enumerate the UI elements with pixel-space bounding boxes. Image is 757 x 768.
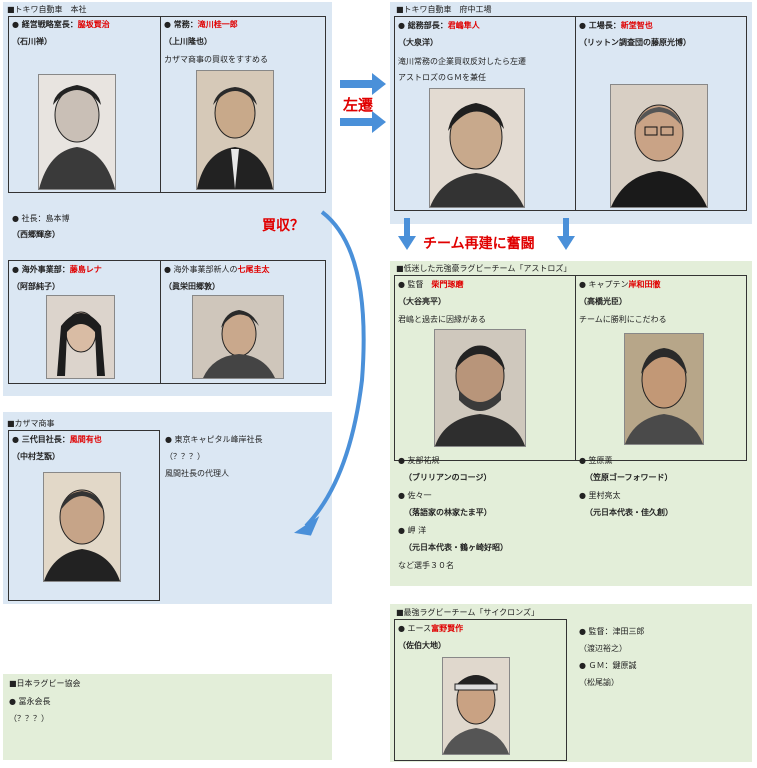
astros-coach-photo: [434, 329, 526, 447]
factory-panel: ■トキワ自動車 府中工場 ● 総務部長：君嶋隼人 （大泉洋） 滝川常務の企業買収…: [390, 2, 752, 224]
general-name: 君嶋隼人: [447, 21, 480, 30]
player3-role: ● 岬 洋: [398, 526, 427, 535]
player2-actor: （落語家の林家たま平）: [404, 508, 492, 517]
player1-role: ● 友部祐規: [398, 456, 440, 465]
hq-top-divider: [160, 16, 161, 192]
executive-actor: （上川隆也）: [164, 37, 212, 46]
cyclones-coach-role: ● 監督：津田三郎: [579, 627, 645, 636]
overseas1-actor: （阿部純子）: [12, 282, 60, 291]
captain-note: チームに勝利にこだわる: [579, 315, 667, 324]
cyclones-gm-role: ● ＧＭ：鍵原誠: [579, 661, 637, 670]
general-role: ● 総務部長：君嶋隼人: [398, 21, 480, 30]
hq-panel: ■トキワ自動車 本社 ● 経営戦略室長：脇坂賢治 （石川禅） ● 常務：滝川桂一…: [3, 2, 332, 396]
astros-coach-role: ● 監督 柴門琢磨: [398, 280, 464, 289]
strategy-actor: （石川禅）: [12, 37, 52, 46]
kazama-president-photo: [43, 472, 121, 582]
overseas2-name: 七尾圭太: [237, 265, 270, 274]
cyclones-box: [394, 619, 567, 761]
factory-box: [394, 16, 747, 211]
capital-role: ● 東京キャピタル峰岸社長: [165, 435, 263, 444]
ace-photo: [442, 657, 510, 755]
general-actor: （大泉洋）: [398, 38, 438, 47]
ace-role: ● エース富野賢作: [398, 624, 464, 633]
union-role: ● 冨永会長: [9, 697, 51, 706]
plant-name: 新堂智也: [620, 21, 653, 30]
executive-name: 滝川桂一郎: [197, 20, 238, 29]
kazama-panel: ■カザマ商事 ● 三代目社長：風間有也 （中村芝翫） ● 東京キャピタル峰岸社長…: [3, 412, 332, 604]
executive-photo: [196, 70, 274, 190]
captain-actor: （高橋光臣）: [579, 297, 627, 306]
overseas2-photo: [192, 295, 284, 379]
strategy-photo: [38, 74, 116, 190]
rebuild-label: チーム再建に奮闘: [423, 236, 535, 252]
player3-actor: （元日本代表・鶴ヶ崎好昭）: [404, 543, 508, 552]
overseas1-photo: [46, 295, 115, 379]
cyclones-gm-actor: （松尾諭）: [579, 678, 619, 687]
cyclones-panel: ■最強ラグビーチーム「サイクロンズ」 ● エース富野賢作 （佐伯大地） ● 監督…: [390, 604, 752, 762]
captain-photo: [624, 333, 704, 445]
union-panel: ■日本ラグビー協会 ● 冨永会長 （？？？）: [3, 674, 332, 760]
player1-actor: （ブリリアンのコージ）: [404, 473, 492, 482]
kazama-title: ■カザマ商事: [7, 419, 55, 428]
capital-note: 風間社長の代理人: [165, 469, 229, 478]
acquire-label: 買収？: [262, 218, 304, 234]
players-more: など選手３０名: [398, 561, 454, 570]
cyclones-coach-actor: （渡辺裕之）: [579, 644, 627, 653]
astros-box: [394, 275, 747, 461]
overseas2-role: ● 海外事業部新人の七尾圭太: [164, 265, 270, 274]
president-role: ● 社長：島本博: [12, 214, 70, 223]
player5-role: ● 里村亮太: [579, 491, 621, 500]
overseas1-role: ● 海外事業部：藤島レナ: [12, 265, 102, 274]
factory-title: ■トキワ自動車 府中工場: [396, 5, 492, 14]
kazama-president-role: ● 三代目社長：風間有也: [12, 435, 102, 444]
kazama-president-name: 風間有也: [69, 435, 102, 444]
player2-role: ● 佐々一: [398, 491, 432, 500]
factory-divider: [575, 16, 576, 210]
hq-bottom-divider: [160, 260, 161, 383]
strategy-name: 脇坂賢治: [77, 20, 110, 29]
astros-coach-actor: （大谷亮平）: [398, 297, 446, 306]
astros-coach-name: 柴門琢磨: [431, 280, 464, 289]
general-note1: 滝川常務の企業買収反対したら左遷: [398, 57, 526, 66]
general-photo: [429, 88, 525, 208]
player4-actor: （笠原ゴーフォワード）: [585, 473, 673, 482]
astros-panel: ■低迷した元強豪ラグビーチーム「アストロズ」 ● 監督 柴門琢磨 （大谷亮平） …: [390, 261, 752, 586]
executive-role: ● 常務：滝川桂一郎: [164, 20, 238, 29]
player4-role: ● 笠原薫: [579, 456, 613, 465]
kazama-president-actor: （中村芝翫）: [12, 452, 60, 461]
cyclones-title: ■最強ラグビーチーム「サイクロンズ」: [396, 608, 539, 617]
overseas1-name: 藤島レナ: [69, 265, 102, 274]
player5-actor: （元日本代表・佳久創）: [585, 508, 673, 517]
general-note2: アストロズのＧＭを兼任: [398, 73, 486, 82]
plant-role: ● 工場長：新堂智也: [579, 21, 653, 30]
president-actor: （西郷輝彦）: [12, 230, 60, 239]
plant-actor: （リットン調査団の藤原光博）: [579, 38, 691, 47]
captain-name: 岸和田徹: [628, 280, 661, 289]
union-actor: （？？？）: [9, 714, 49, 723]
hq-title: ■トキワ自動車 本社: [7, 5, 87, 14]
astros-title: ■低迷した元強豪ラグビーチーム「アストロズ」: [396, 264, 572, 273]
overseas2-actor: （眞栄田郷敦）: [164, 282, 220, 291]
plant-photo: [610, 84, 708, 208]
astros-coach-note: 君嶋と過去に因縁がある: [398, 315, 486, 324]
strategy-role: ● 経営戦略室長：脇坂賢治: [12, 20, 110, 29]
astros-divider: [575, 275, 576, 460]
kazama-box: [8, 430, 160, 601]
executive-note: カザマ商事の買収をすすめる: [164, 55, 268, 64]
captain-role: ● キャプテン岸和田徹: [579, 280, 661, 289]
ace-name: 富野賢作: [431, 624, 464, 633]
hq-top-box: [8, 16, 326, 193]
demote-label: 左遷: [343, 96, 374, 114]
capital-actor: （？？？）: [165, 452, 205, 461]
union-title: ■日本ラグビー協会: [9, 679, 81, 688]
ace-actor: （佐伯大地）: [398, 641, 446, 650]
